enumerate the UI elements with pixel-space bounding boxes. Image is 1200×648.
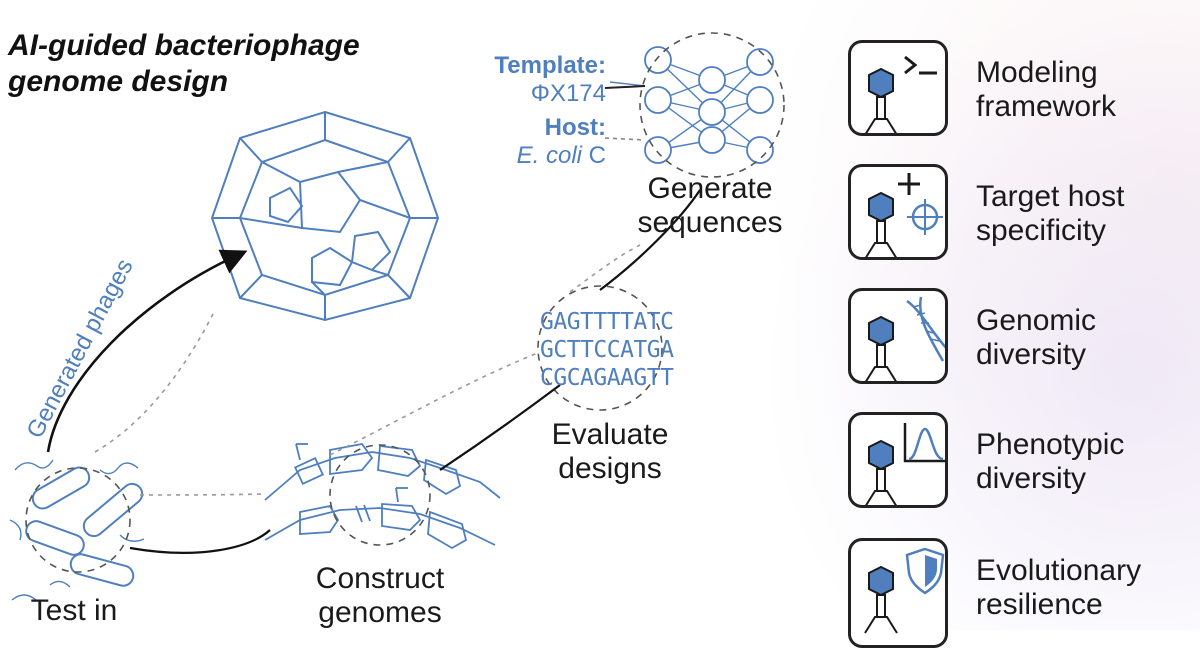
- feature-icon-box: [848, 538, 948, 648]
- template-value: ΦX174: [530, 80, 606, 107]
- background-gradient: [760, 0, 1200, 630]
- bacteria-cluster-icon: [9, 459, 145, 601]
- phage-capsid-icon: [210, 110, 440, 322]
- feature-icon-box: [848, 40, 948, 136]
- evaluate-dashed-link: [329, 351, 541, 456]
- test-in-label: Test in: [30, 594, 118, 627]
- construct-dashed-circle: [329, 444, 431, 546]
- sequence-line-2: GCTTCCATGA: [540, 337, 674, 363]
- host-value: E. coli C: [516, 142, 606, 169]
- feature-icon-box: [848, 412, 948, 508]
- sequence-line-1: GAGTTTTATC: [540, 309, 674, 335]
- dna-helix-icon: [865, 296, 945, 381]
- crosshair-target-icon: [865, 173, 943, 257]
- shield-check-icon: [864, 547, 945, 634]
- construct-evaluate-link: [439, 384, 561, 471]
- sequence-line-3: CGCAGAAGTT: [540, 365, 674, 391]
- test-construct-link: [129, 529, 271, 554]
- generate-dashed-circle: [639, 32, 785, 178]
- host-connector: [604, 137, 646, 141]
- generated-phages-label: Generated phages: [21, 255, 138, 443]
- template-label: Template:: [494, 52, 606, 79]
- generate-dashed-link: [569, 244, 641, 293]
- generated-phages-arrow: [46, 249, 248, 453]
- neural-network-icon: [609, 46, 774, 164]
- workflow-diagram: Generated phages: [9, 32, 785, 601]
- test-dashed-circle: [25, 467, 131, 573]
- phage-dashed-link: [94, 309, 216, 453]
- genome-construct-icon: [264, 443, 501, 550]
- sequence-block: GAGTTTTATC GCTTCCATGA CGCAGAAGTT: [540, 308, 720, 392]
- feature-icon-box: [848, 164, 948, 260]
- template-connector: [604, 85, 646, 89]
- distribution-plot-icon: [865, 423, 945, 505]
- evaluate-dashed-circle: [537, 285, 663, 411]
- test-dashed-link: [139, 493, 263, 496]
- host-label: Host:: [544, 114, 606, 141]
- terminal-prompt-icon: [865, 55, 937, 133]
- feature-icon-box: [848, 288, 948, 384]
- evaluate-generate-link: [599, 189, 701, 291]
